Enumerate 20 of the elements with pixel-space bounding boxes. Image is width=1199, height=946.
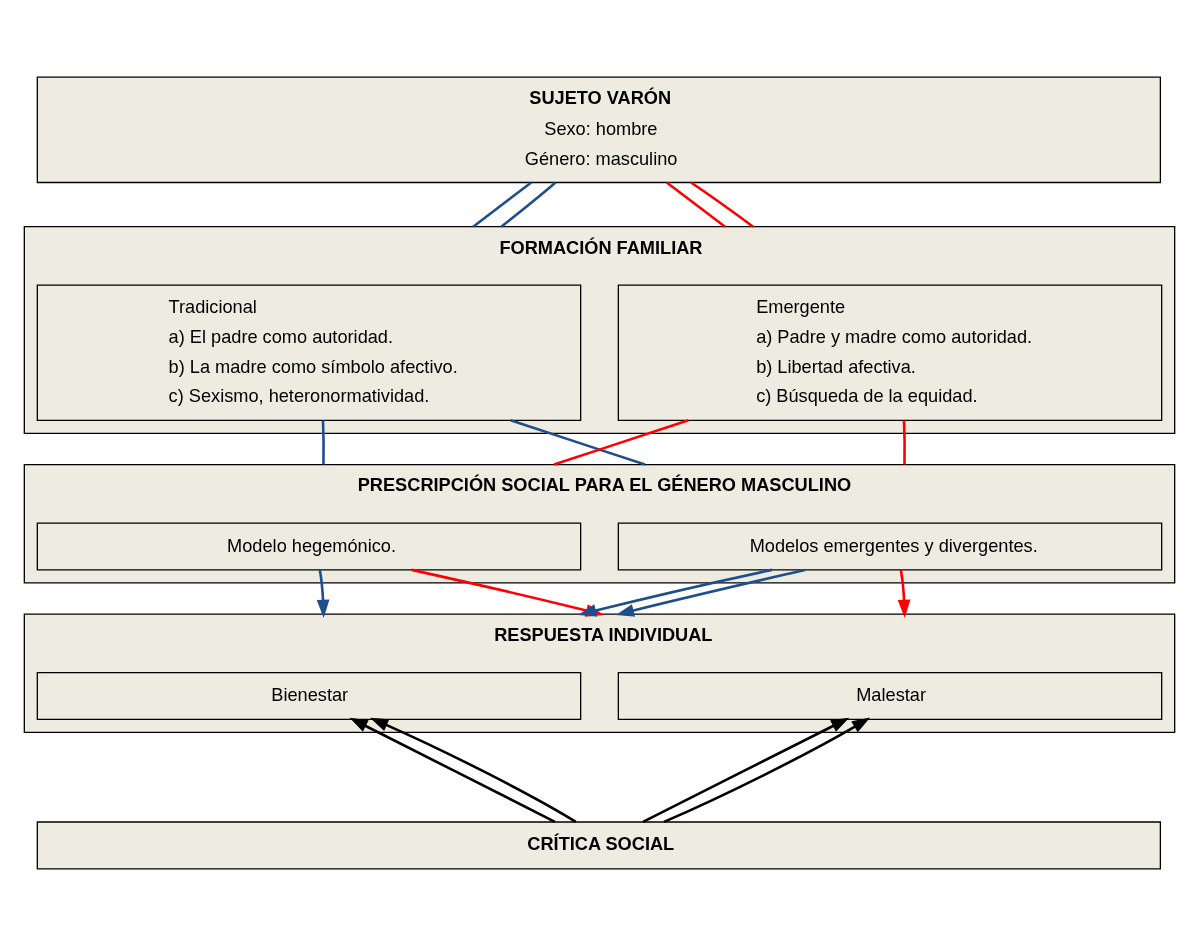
connector [690, 181, 754, 228]
connector [665, 181, 726, 228]
arrow [642, 717, 850, 823]
node-box: Modelos emergentes y divergentes. [617, 522, 1163, 571]
arrow [349, 717, 556, 823]
arrow [370, 717, 577, 823]
node-box: Malestar [617, 671, 1163, 720]
connector [472, 181, 533, 228]
connector [321, 420, 325, 465]
node-box: Emergente a) Padre y madre como autoridad. b) Libertad afectiva. c) Búsqueda de la equidad. [617, 284, 1163, 421]
arrow [316, 569, 330, 618]
arrow [897, 569, 911, 618]
node-box: Tradicional a) El padre como autoridad. b) La madre como símbolo afectivo. c) Sexismo, heteronormatividad. [36, 284, 582, 421]
connector [902, 420, 906, 465]
node-box: Modelo hegemónico. [36, 522, 582, 571]
arrow [663, 717, 871, 823]
connector [500, 181, 557, 228]
node-box: SUJETO VARÓN Sexo: hombre Género: masculino [36, 76, 1162, 184]
node-box: CRÍTICA SOCIAL [36, 821, 1162, 870]
node-box: Bienestar [36, 671, 582, 720]
